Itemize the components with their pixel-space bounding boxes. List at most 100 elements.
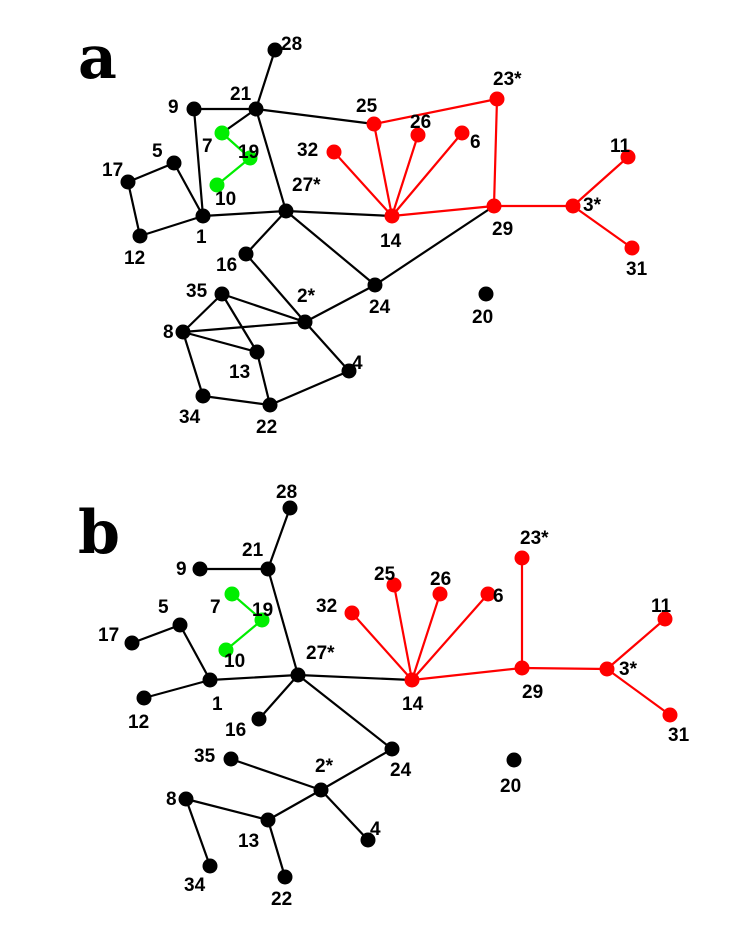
node-11 [620,149,636,165]
edge-5-1 [172,161,205,218]
edge-8-13 [181,330,259,354]
node-label-29: 29 [492,219,513,240]
node-11 [657,611,673,627]
node-10 [218,642,234,658]
node-label-20: 20 [472,307,493,328]
node-label-11: 11 [651,596,672,617]
node-label-14: 14 [380,231,402,252]
edge-8-34 [184,797,212,868]
node-label-4: 4 [370,819,381,840]
node-5 [166,155,182,171]
edge-24-2 [303,283,377,324]
node-label-29: 29 [522,682,543,703]
node-label-32: 32 [297,140,318,161]
node-1 [202,672,218,688]
node-10 [209,177,225,193]
node-label-6: 6 [493,586,504,607]
node-32 [344,605,360,621]
edge-12-1 [138,214,205,238]
node-8 [175,324,191,340]
node-22 [277,869,293,885]
edge-21-28 [254,48,277,111]
node-16 [251,711,267,727]
node-label-10: 10 [215,189,236,210]
node-label-23: 23* [520,528,549,549]
node-1 [195,208,211,224]
node-label-35: 35 [186,281,208,302]
node-label-26: 26 [430,569,451,590]
node-label-28: 28 [281,34,302,55]
node-2 [297,314,313,330]
node-27 [290,667,306,683]
node-label-19: 19 [252,600,273,621]
node-label-35: 35 [194,746,216,767]
node-25 [366,116,382,132]
node-label-10: 10 [224,651,245,672]
edge-27-16 [244,209,288,256]
edge-27-24 [296,673,394,751]
node-27 [278,203,294,219]
panel-a-nodes [120,42,640,413]
node-22 [262,397,278,413]
node-label-17: 17 [102,160,123,181]
edge-21-27 [266,567,300,677]
edge-21-27 [254,107,288,213]
node-label-3: 3* [583,195,602,216]
node-23 [514,550,530,566]
node-label-16: 16 [225,720,246,741]
edge-34-22 [201,394,272,407]
node-label-2: 2* [315,756,334,777]
edge-3-11 [571,155,630,208]
node-35 [214,286,230,302]
node-26 [410,127,426,143]
panel-b-edges [130,506,672,879]
edge-16-2 [244,252,307,324]
node-8 [178,791,194,807]
edge-32-14 [350,611,414,682]
node-28 [282,500,298,516]
edge-13-22 [255,350,272,407]
edge-8-2 [181,320,307,334]
panel-a-label: a [78,23,117,93]
edge-8-13 [184,797,270,822]
edge-14-29 [390,204,496,218]
panel-b-label: b [78,498,120,568]
node-12 [136,690,152,706]
edge-35-13 [220,292,259,354]
panel-b: b 12*3*456789101112131416171920212223*24… [78,482,690,910]
node-19 [242,150,258,166]
node-label-27: 27* [306,643,335,664]
node-34 [195,388,211,404]
edge-35-8 [181,292,224,334]
edge-9-1 [192,107,205,218]
node-label-5: 5 [158,597,169,618]
node-label-13: 13 [229,362,250,383]
edge-2-13 [266,788,323,822]
node-label-9: 9 [168,97,179,118]
node-7 [224,586,240,602]
node-28 [267,42,283,58]
edge-17-5 [130,623,182,645]
node-label-22: 22 [271,889,292,910]
node-19 [254,612,270,628]
node-label-6: 6 [470,132,481,153]
node-label-8: 8 [163,322,174,343]
edge-6-14 [390,131,464,218]
node-34 [202,858,218,874]
edge-3-11 [605,617,667,671]
node-20 [478,286,494,302]
edge-26-14 [410,592,442,682]
edge-29-3 [520,666,609,671]
node-label-19: 19 [238,142,259,163]
node-label-20: 20 [500,776,521,797]
node-label-13: 13 [238,831,259,852]
node-17 [120,174,136,190]
edge-26-14 [390,133,420,218]
node-4 [341,363,357,379]
edge-5-1 [178,623,212,682]
edge-17-5 [126,161,176,184]
edge-25-23 [372,97,499,126]
edge-2-4 [303,320,351,373]
